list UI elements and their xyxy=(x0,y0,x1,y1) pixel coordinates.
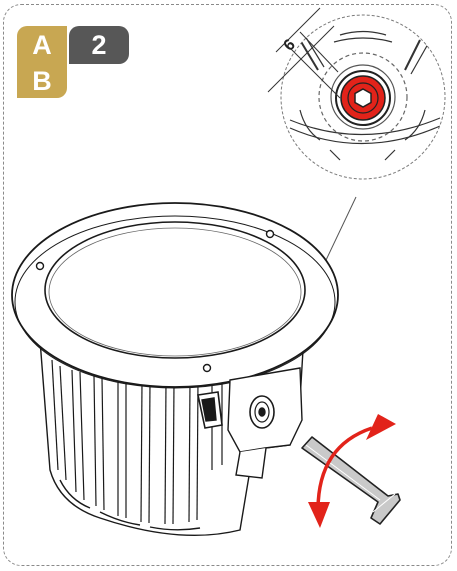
rotation-arrow-icon xyxy=(308,414,396,528)
step-number-badge: 2 xyxy=(69,26,129,64)
instruction-frame xyxy=(3,4,452,566)
hex-socket-icon xyxy=(335,70,391,126)
hex-key-icon xyxy=(301,436,401,525)
badge-letter-a: A xyxy=(17,26,67,64)
badge-letter-b: B xyxy=(17,64,67,98)
luminaire-housing xyxy=(11,202,339,537)
